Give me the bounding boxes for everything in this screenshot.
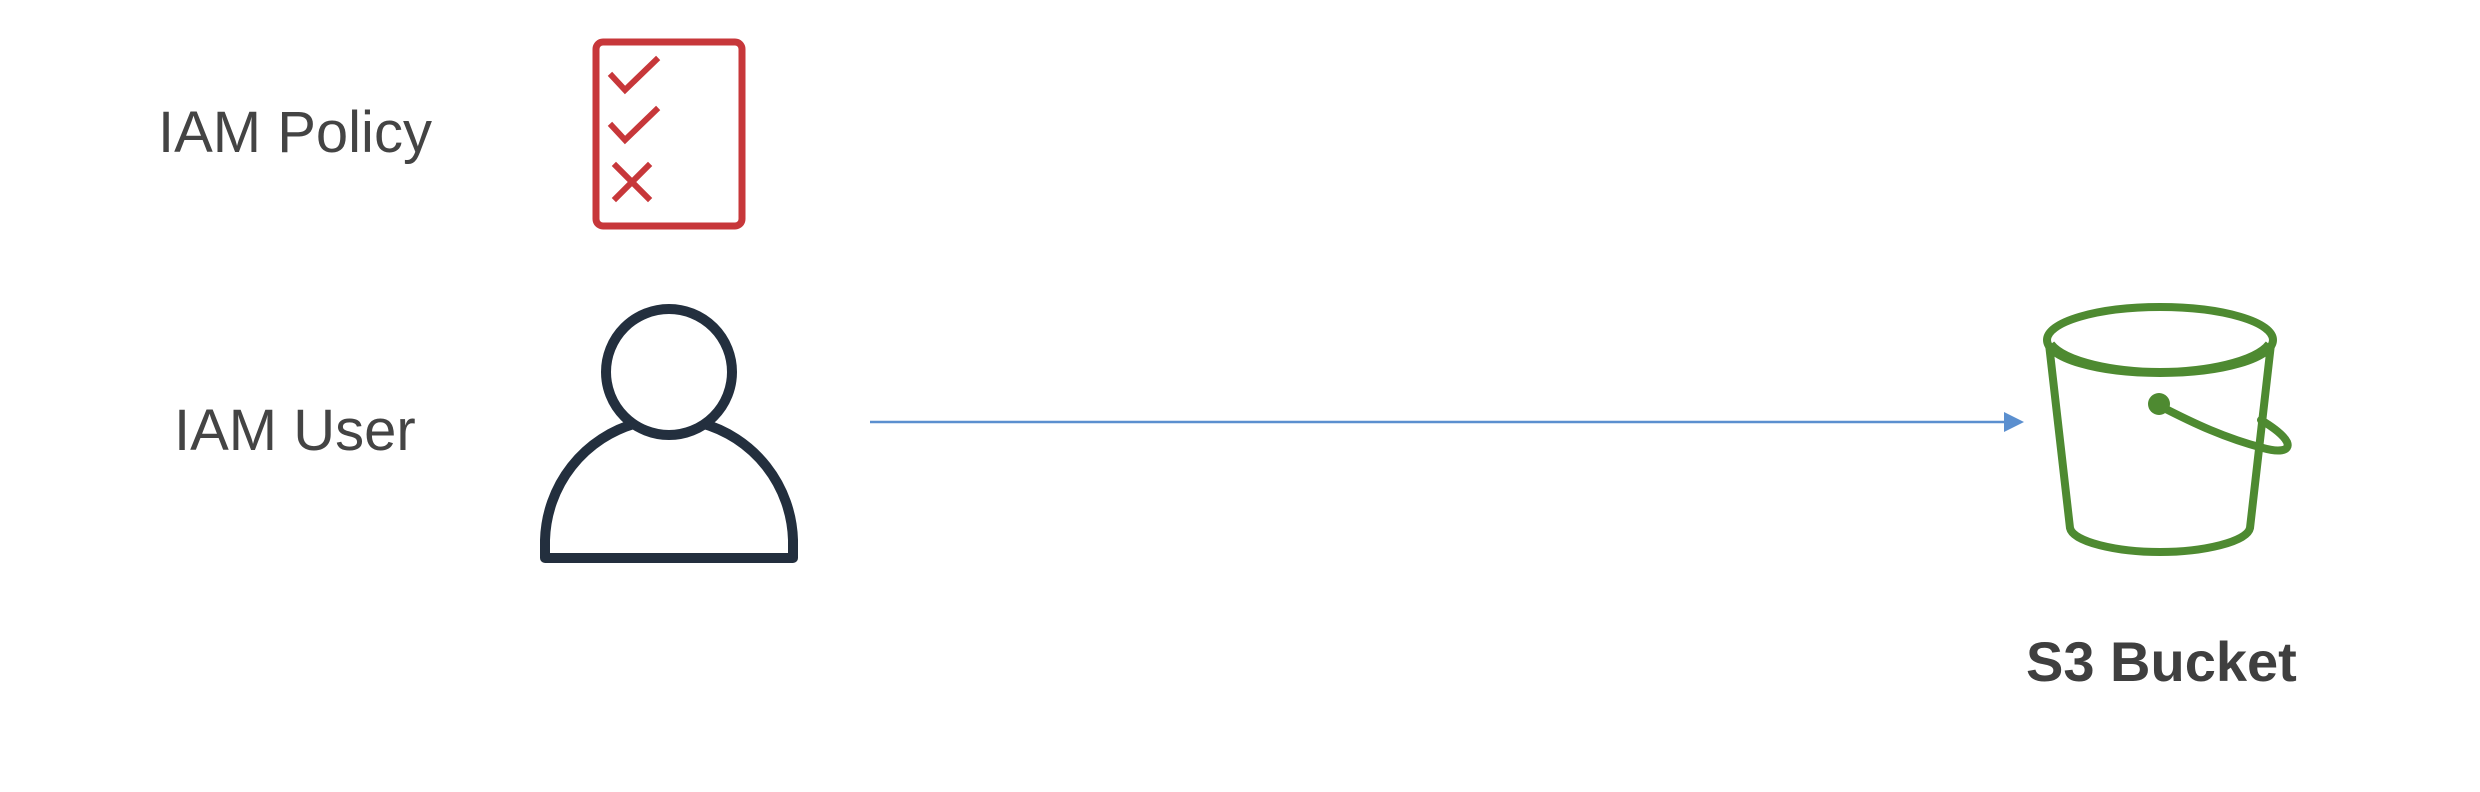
iam-policy-label: IAM Policy bbox=[158, 100, 432, 165]
policy-checklist-icon bbox=[592, 38, 746, 230]
s3-bucket-label: S3 Bucket bbox=[2026, 630, 2297, 693]
user-icon bbox=[540, 304, 798, 563]
iam-user-label: IAM User bbox=[174, 398, 416, 463]
s3-bucket-icon bbox=[2043, 303, 2292, 556]
access-arrow bbox=[870, 412, 2024, 432]
